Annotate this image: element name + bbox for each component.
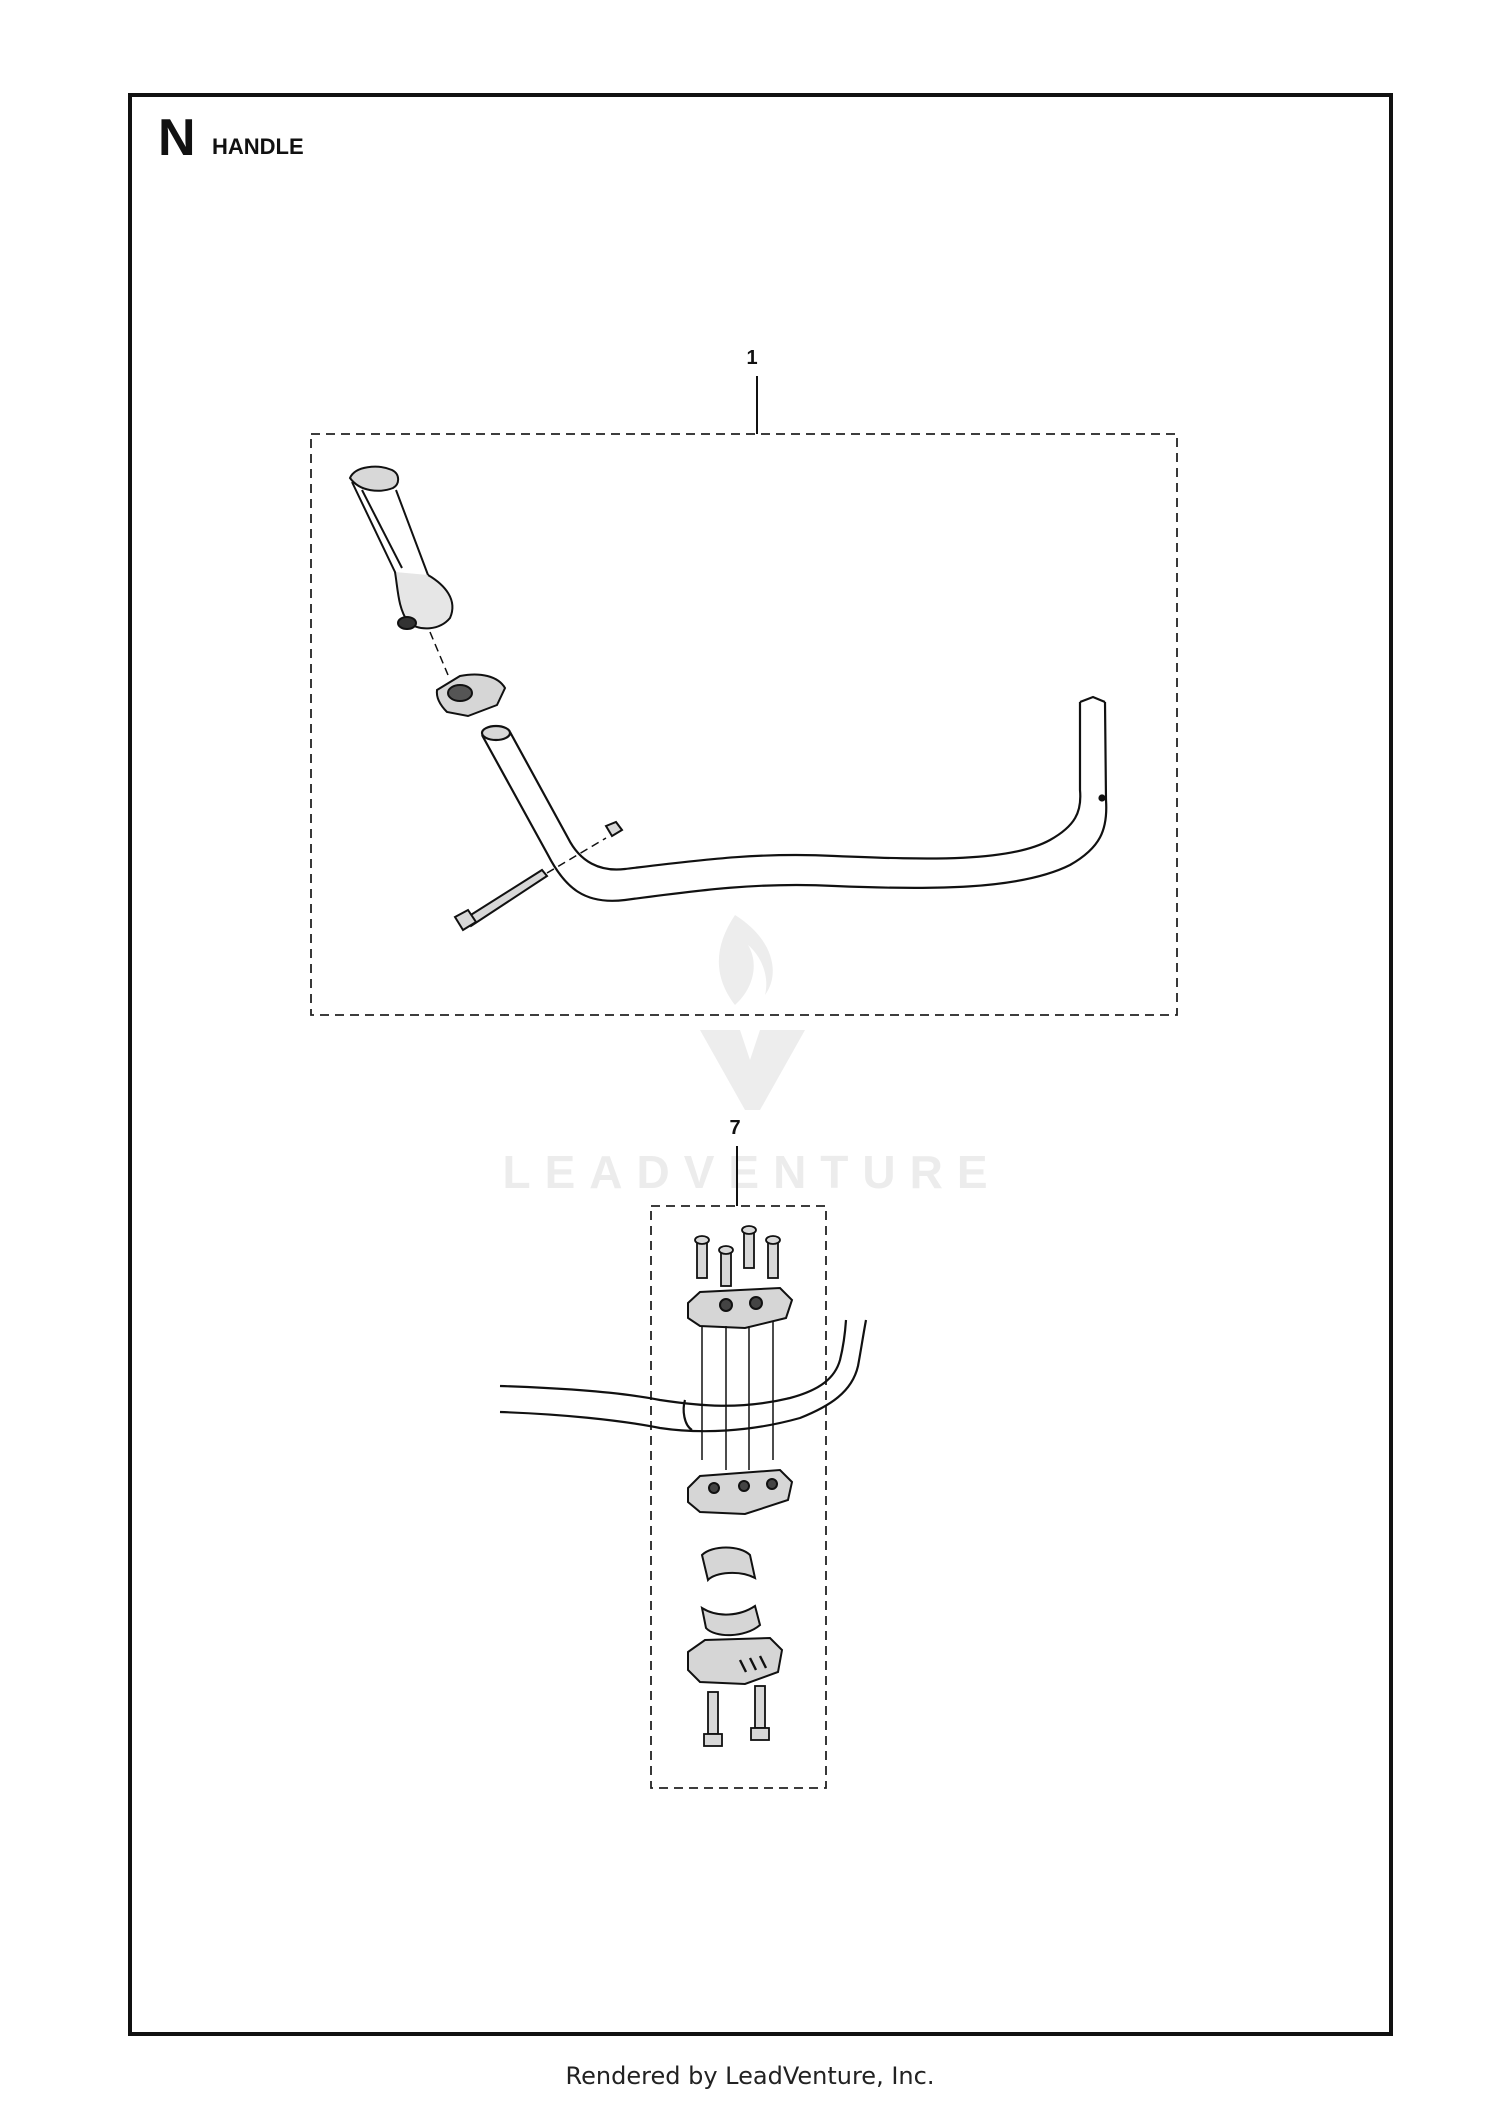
diagram-frame (128, 93, 1393, 2036)
handle-tube (480, 695, 1108, 902)
watermark-logo (700, 915, 805, 1110)
clamp-upper (687, 1286, 794, 1330)
bolt-alignment-line (546, 837, 607, 874)
clamp-insert-lower (700, 1604, 762, 1637)
footer-credit: Rendered by LeadVenture, Inc. (565, 2062, 935, 2090)
clamp-insert-upper (700, 1546, 757, 1583)
kit-1-boundary (310, 433, 1178, 1016)
callout-7-label: 7 (729, 1117, 740, 1139)
kit-7-boundary (650, 1205, 827, 1789)
clamp-base (687, 1636, 784, 1686)
clamp-bottom-screws (703, 1685, 770, 1747)
handle-nut (604, 820, 624, 838)
section-title: HANDLE (212, 134, 304, 159)
handle-grip (348, 465, 454, 630)
watermark-text: LEADVENTURE (502, 1146, 1001, 1198)
clamp-bolt-lines (701, 1322, 774, 1470)
handle-bolt (453, 868, 549, 932)
handle-bracket (435, 673, 507, 718)
section-letter: N (158, 109, 196, 167)
callout-1-label: 1 (746, 347, 757, 369)
handlebar-segment (499, 1319, 868, 1433)
clamp-lower (687, 1468, 794, 1516)
grip-alignment-line (429, 631, 449, 676)
clamp-top-screws (694, 1225, 781, 1287)
